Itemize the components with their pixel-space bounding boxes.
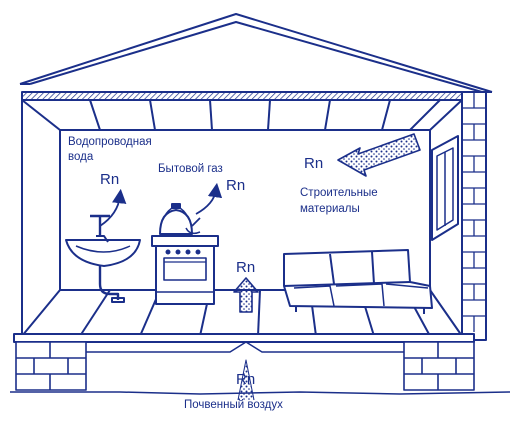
tap-water-label-1: Водопроводная bbox=[68, 136, 152, 148]
foundation-left bbox=[15, 341, 87, 391]
building-materials-label-2: материалы bbox=[300, 203, 360, 215]
sink-icon bbox=[65, 239, 141, 303]
house-roof bbox=[19, 13, 493, 93]
building-materials-arrow bbox=[337, 133, 421, 177]
soil-air-label: Почвенный воздух bbox=[184, 399, 283, 411]
building-materials-label-1: Строительные bbox=[300, 187, 378, 199]
right-brick-wall bbox=[429, 91, 487, 341]
rn-label-soil: Rn bbox=[236, 371, 255, 388]
left-wall bbox=[21, 92, 61, 340]
labels: Водопроводная вода Rn Бытовой газ Rn Rn … bbox=[68, 136, 378, 411]
rn-label-gas: Rn bbox=[226, 177, 245, 194]
foundation-right bbox=[403, 341, 475, 391]
tap-water-arrow bbox=[99, 188, 127, 227]
gas-arrow bbox=[195, 182, 223, 215]
kettle-icon bbox=[159, 203, 201, 235]
rn-label-tap-water: Rn bbox=[100, 171, 119, 188]
sofa-icon bbox=[283, 249, 433, 314]
window-icon bbox=[431, 135, 459, 241]
household-gas-label: Бытовой газ bbox=[158, 163, 223, 175]
tap-water-label-2: вода bbox=[68, 151, 94, 163]
rn-label-building-materials: Rn bbox=[304, 155, 323, 172]
stove-icon bbox=[151, 235, 219, 305]
ground bbox=[10, 341, 511, 401]
rn-label-floor: Rn bbox=[236, 259, 255, 276]
soil-air-arrow bbox=[233, 277, 259, 313]
ceiling bbox=[21, 91, 463, 131]
